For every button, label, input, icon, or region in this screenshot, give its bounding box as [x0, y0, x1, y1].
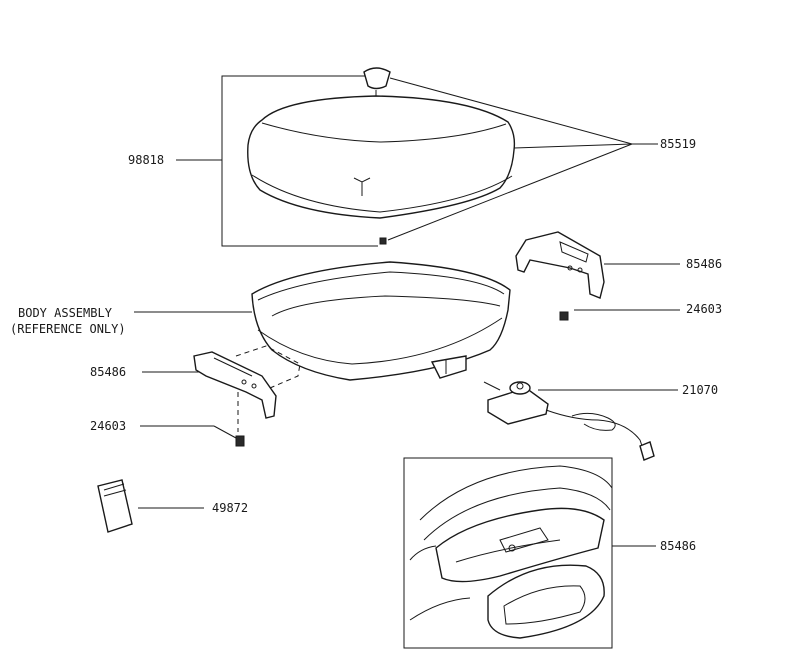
detail-frame [403, 457, 613, 649]
cover-screw-part [379, 237, 387, 245]
body-assembly-part [251, 261, 511, 381]
cover-part [247, 95, 516, 219]
label-reference-only: (REFERENCE ONLY) [10, 322, 126, 336]
label-98818: 98818 [128, 153, 164, 167]
cover-assembly [176, 67, 658, 247]
label-21070: 21070 [682, 383, 718, 397]
label-body-assembly: BODY ASSEMBLY [18, 306, 113, 320]
leader-24603-left-b [213, 425, 237, 439]
label-49872: 49872 [212, 501, 248, 515]
leader-85519-a [389, 77, 633, 145]
booklet-part [97, 479, 133, 533]
leader-85519-b [513, 143, 633, 149]
label-85519: 85519 [660, 137, 696, 151]
cover-knob-part [363, 67, 391, 135]
label-85486-right: 85486 [686, 257, 722, 271]
leader-85519-c [387, 143, 633, 241]
label-24603-right: 24603 [686, 302, 722, 316]
leg-left-part [193, 345, 301, 432]
cover-bracket-line [221, 75, 378, 247]
label-24603-left: 24603 [90, 419, 126, 433]
label-85486-left: 85486 [90, 365, 126, 379]
leg-right-part [515, 231, 605, 299]
detail-view [403, 457, 613, 649]
screw-left-part [235, 435, 245, 447]
control-part [483, 381, 655, 461]
label-85486-detail: 85486 [660, 539, 696, 553]
screw-right-part [559, 311, 569, 321]
